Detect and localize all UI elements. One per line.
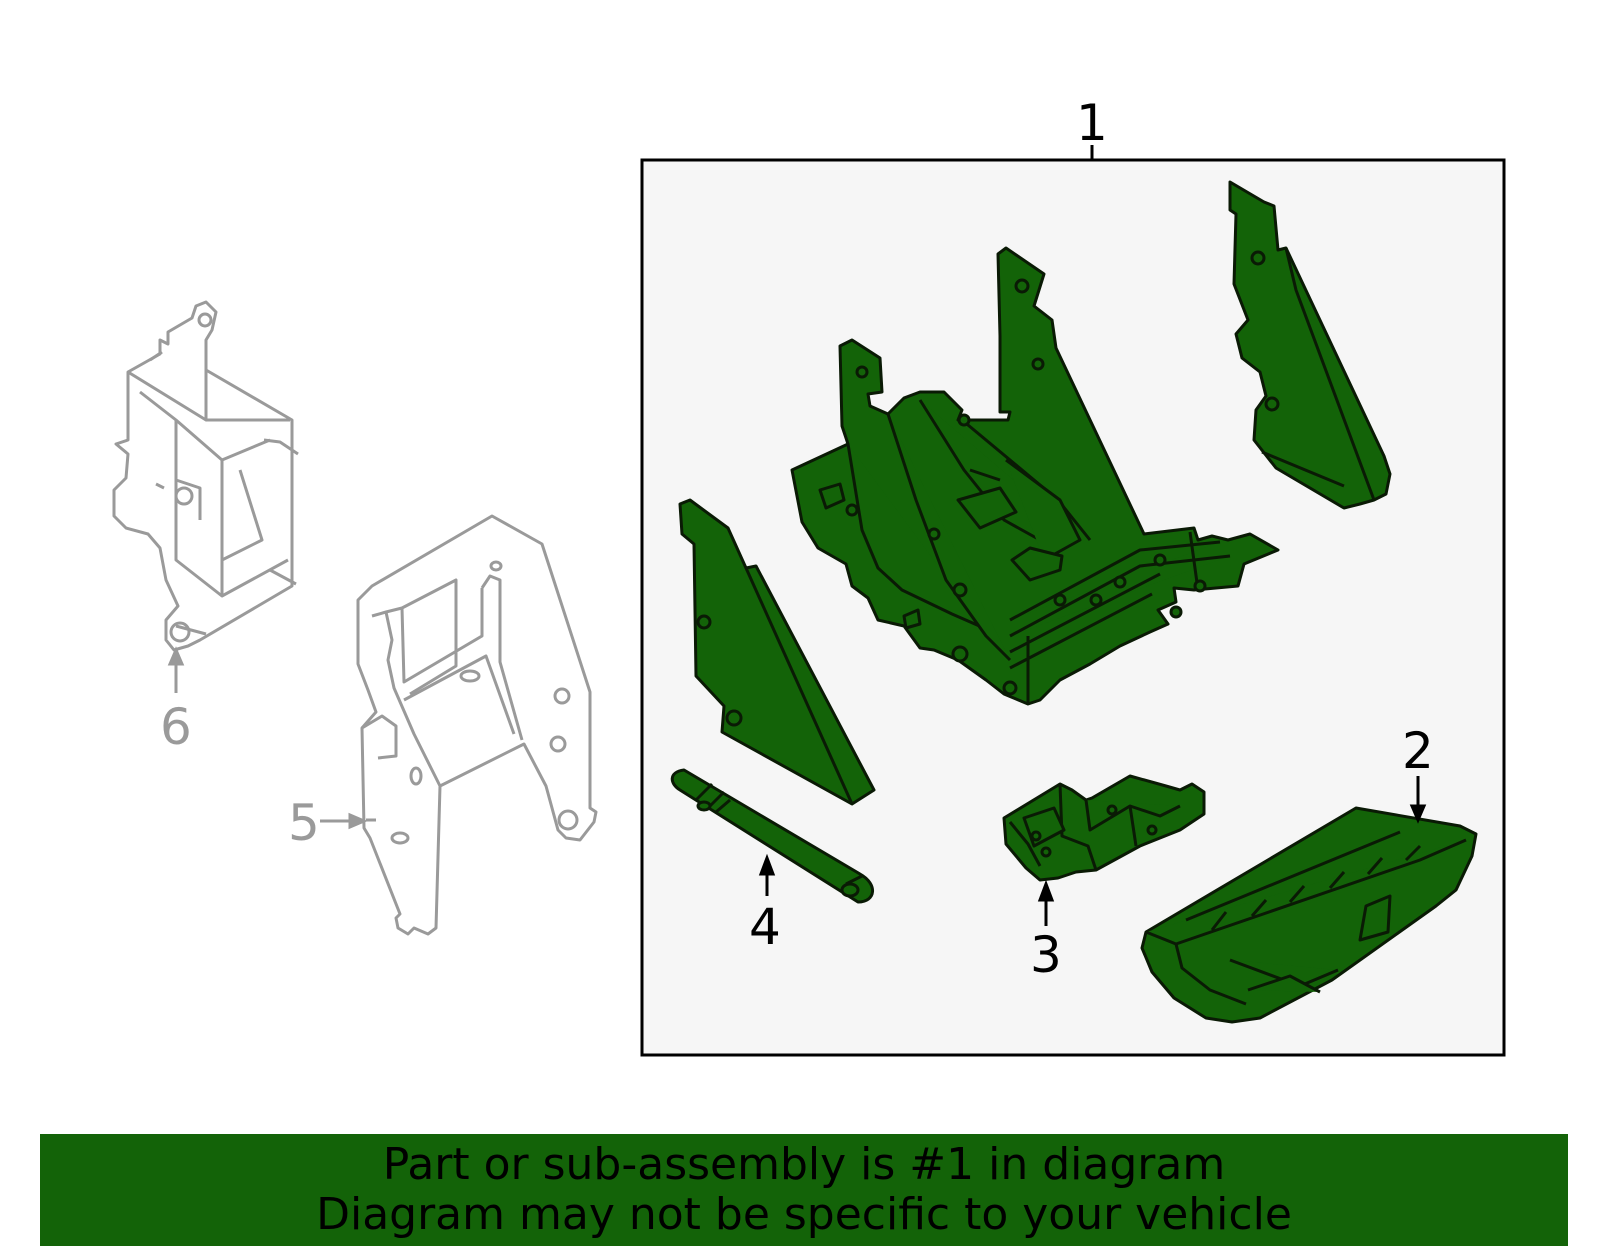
callout-4: 4 bbox=[749, 898, 781, 956]
part-1-left-panel bbox=[678, 498, 876, 806]
callout-2-arrow bbox=[1409, 776, 1427, 824]
callout-6: 6 bbox=[160, 698, 192, 756]
callout-5-arrow bbox=[320, 812, 368, 830]
callout-4-arrow bbox=[758, 853, 776, 896]
callout-3: 3 bbox=[1030, 926, 1062, 984]
part-1-seat-frame bbox=[790, 246, 1280, 706]
part-3-latch bbox=[1002, 774, 1206, 882]
banner-line-2: Diagram may not be specific to your vehi… bbox=[316, 1189, 1292, 1240]
part-2-cover bbox=[1140, 806, 1478, 1024]
callout-1: 1 bbox=[1076, 94, 1108, 152]
callout-6-arrow bbox=[167, 646, 185, 693]
part-5-support bbox=[356, 514, 598, 936]
part-1-right-panel bbox=[1228, 180, 1392, 510]
callout-2: 2 bbox=[1402, 722, 1434, 780]
callout-3-arrow bbox=[1037, 879, 1055, 926]
banner-line-1: Part or sub-assembly is #1 in diagram bbox=[382, 1139, 1226, 1190]
part-4-gas-strut bbox=[670, 768, 874, 904]
callout-5: 5 bbox=[288, 794, 320, 852]
info-banner: Part or sub-assembly is #1 in diagram Di… bbox=[40, 1134, 1568, 1246]
part-6-bracket bbox=[112, 300, 299, 652]
